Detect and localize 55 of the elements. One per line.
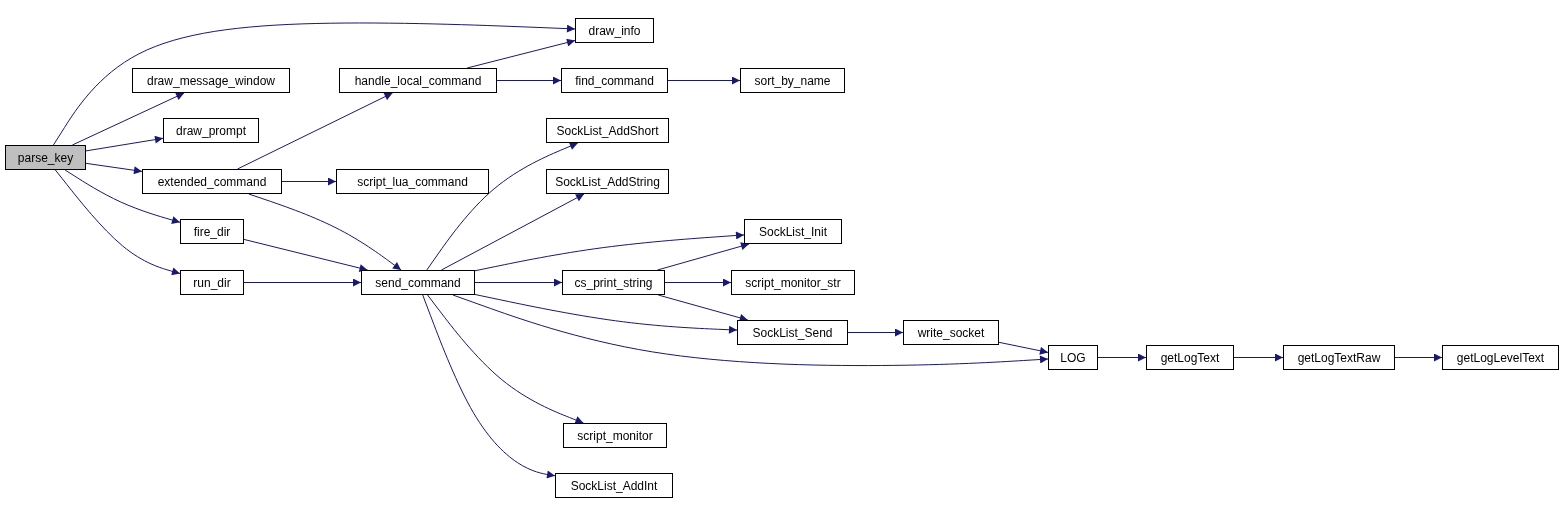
arrow [426, 142, 579, 271]
function-box: extended_command [142, 169, 282, 194]
function-box: script_monitor_str [731, 270, 855, 295]
arrow [1394, 353, 1443, 362]
function-box: getLogLevelText [1442, 345, 1559, 370]
arrow [1097, 353, 1147, 362]
arrow [657, 294, 749, 322]
arrow [847, 328, 904, 337]
function-box: SockList_Init [744, 219, 842, 244]
arrow [54, 169, 181, 276]
function-box: write_socket [903, 320, 999, 345]
function-box: getLogTextRaw [1283, 345, 1395, 370]
arrow [85, 162, 143, 175]
function-box: draw_message_window [132, 68, 290, 93]
function-box: SockList_Send [737, 320, 848, 345]
arrow [474, 278, 563, 287]
arrow [422, 294, 556, 479]
arrow [657, 242, 750, 271]
function-box: sort_by_name [740, 68, 845, 93]
function-box: handle_local_command [339, 68, 497, 93]
function-box: cs_print_string [562, 270, 665, 295]
arrow [452, 294, 1049, 367]
function-box: draw_info [575, 18, 654, 43]
highlighted-function-box: parse_key [5, 145, 86, 170]
arrow [243, 278, 362, 287]
arrow [281, 177, 337, 186]
function-box: send_command [361, 270, 475, 295]
arrow [243, 238, 368, 272]
function-box: SockList_AddInt [555, 473, 673, 498]
function-box: find_command [561, 68, 668, 93]
arrow [248, 193, 402, 271]
arrow [237, 92, 393, 170]
function-box: getLogText [1146, 345, 1234, 370]
arrow [667, 76, 741, 85]
function-box: SockList_AddString [546, 169, 669, 194]
arrow [474, 231, 745, 272]
function-box: LOG [1048, 345, 1098, 370]
function-box: script_monitor [563, 423, 667, 448]
function-box: fire_dir [180, 219, 244, 244]
arrow [440, 193, 585, 271]
arrow [85, 135, 164, 152]
arrow [496, 76, 562, 85]
arrow [998, 341, 1049, 355]
function-box: SockList_AddShort [546, 118, 669, 143]
arrow [664, 278, 732, 287]
arrow [71, 92, 185, 146]
arrow [52, 22, 576, 146]
arrow [474, 294, 738, 334]
arrow [1233, 353, 1284, 362]
arrow [466, 38, 576, 69]
function-box: script_lua_command [336, 169, 489, 194]
arrow [64, 169, 181, 224]
function-box: draw_prompt [163, 118, 259, 143]
arrow [427, 294, 584, 424]
function-box: run_dir [180, 270, 244, 295]
